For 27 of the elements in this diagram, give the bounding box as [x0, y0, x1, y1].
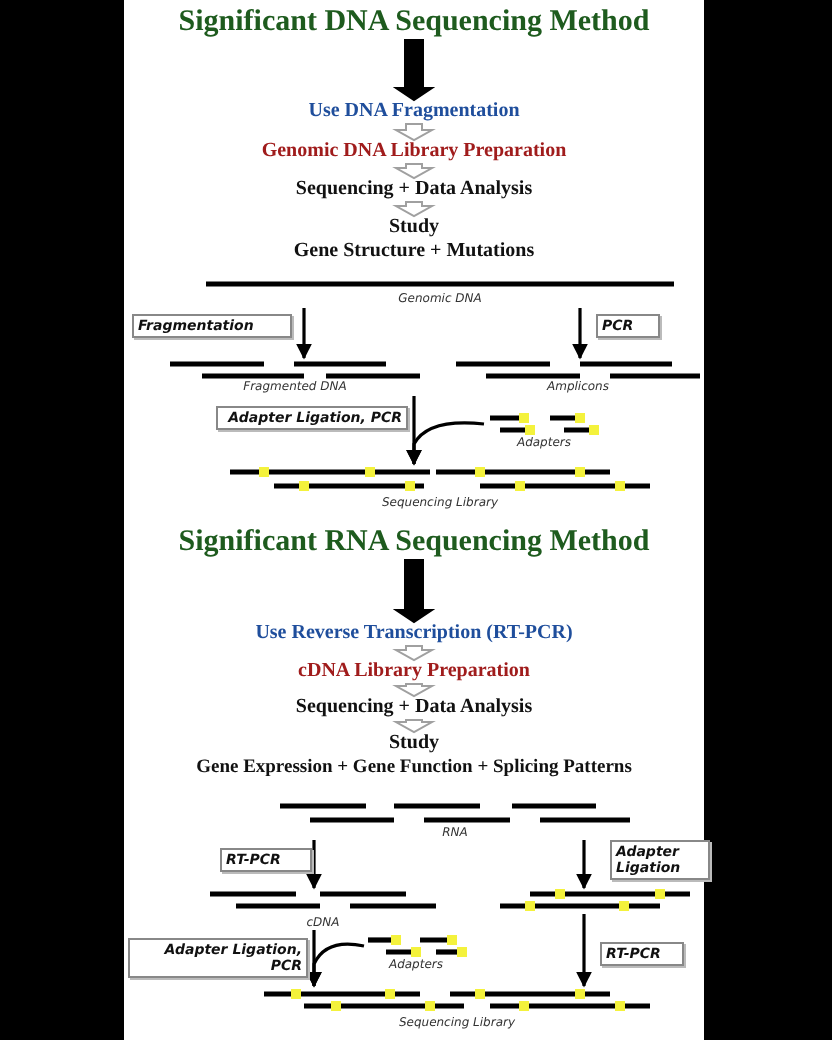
heading: Significant RNA Sequencing Method — [178, 526, 650, 560]
step-text: Sequencing + Data Analysis — [295, 178, 533, 202]
step-text: Use Reverse Transcription (RT-PCR) — [255, 622, 573, 646]
step-text: Sequencing + Data Analysis — [295, 696, 533, 720]
step-text: Genomic DNA Library Preparation — [261, 140, 567, 164]
heading: Significant DNA Sequencing Method — [178, 6, 650, 40]
block-arrow — [392, 719, 436, 734]
step-text: Gene Structure + Mutations — [293, 240, 535, 264]
step-text: cDNA Library Preparation — [298, 660, 530, 684]
block-arrow — [392, 123, 436, 142]
block-arrow — [392, 645, 436, 662]
arrow — [406, 421, 485, 466]
arrow — [576, 914, 592, 988]
step-text: Study — [387, 732, 441, 756]
arrow — [296, 308, 312, 360]
step-text: Study — [387, 216, 441, 240]
step-text: Use DNA Fragmentation — [308, 100, 520, 124]
block-arrow — [392, 559, 436, 624]
block-arrow — [392, 201, 436, 218]
arrow — [572, 308, 588, 360]
arrow — [306, 840, 322, 890]
block-arrow — [392, 683, 436, 698]
arrow — [306, 942, 365, 988]
block-arrow — [392, 163, 436, 180]
step-text: Gene Expression + Gene Function + Splicing Patterns — [196, 756, 632, 780]
block-arrow — [392, 39, 436, 102]
arrow — [576, 840, 592, 890]
